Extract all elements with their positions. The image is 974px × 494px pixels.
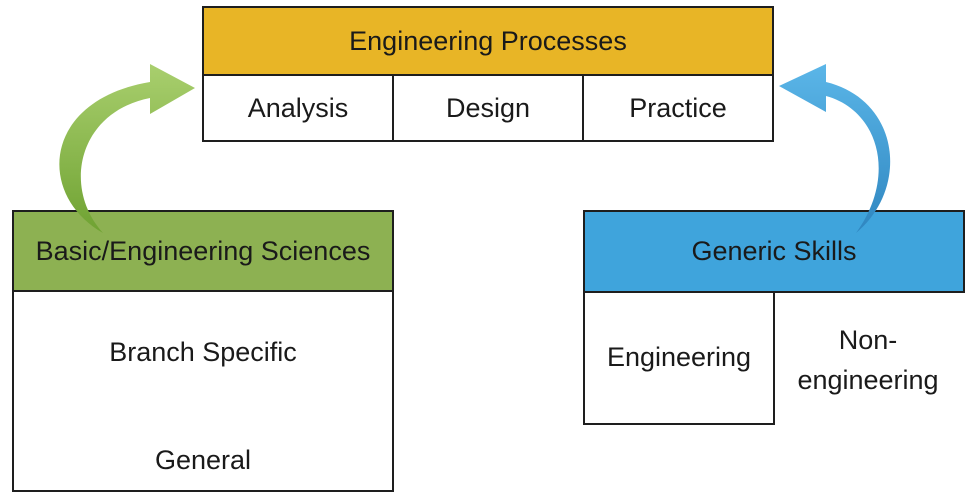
sciences-general-label: General — [154, 444, 252, 475]
generic-skills-engineering: Engineering — [585, 291, 773, 423]
engineering-processes-box: Engineering Processes Analysis Design Pr… — [202, 6, 774, 142]
left-curved-arrow — [59, 64, 196, 233]
sciences-branch-specific-label: Branch Specific — [109, 336, 297, 367]
process-analysis-label: Analysis — [247, 92, 349, 123]
process-design-label: Design — [445, 92, 531, 123]
sciences-title: Basic/Engineering Sciences — [35, 235, 371, 266]
generic-skills-header-box: Generic Skills — [583, 210, 965, 293]
sciences-box: Basic/Engineering Sciences Branch Specif… — [12, 210, 394, 492]
process-analysis: Analysis — [204, 76, 394, 140]
right-curved-arrow — [779, 64, 891, 233]
engineering-processes-title: Engineering Processes — [349, 25, 627, 56]
generic-skills-engineering-label: Engineering — [606, 341, 752, 372]
engineering-processes-header: Engineering Processes — [204, 8, 772, 76]
generic-skills-non-engineering: Non- engineering — [778, 315, 958, 405]
process-practice-label: Practice — [629, 92, 727, 123]
sciences-general: General — [14, 440, 392, 480]
generic-skills-header: Generic Skills — [585, 212, 963, 291]
generic-skills-non-engineering-label: Non- engineering — [797, 325, 939, 395]
process-design: Design — [394, 76, 584, 140]
generic-skills-title: Generic Skills — [691, 236, 857, 266]
generic-skills-engineering-box: Engineering — [583, 291, 775, 425]
sciences-branch-specific: Branch Specific — [14, 332, 392, 372]
process-practice: Practice — [584, 76, 772, 140]
sciences-header: Basic/Engineering Sciences — [14, 212, 392, 292]
